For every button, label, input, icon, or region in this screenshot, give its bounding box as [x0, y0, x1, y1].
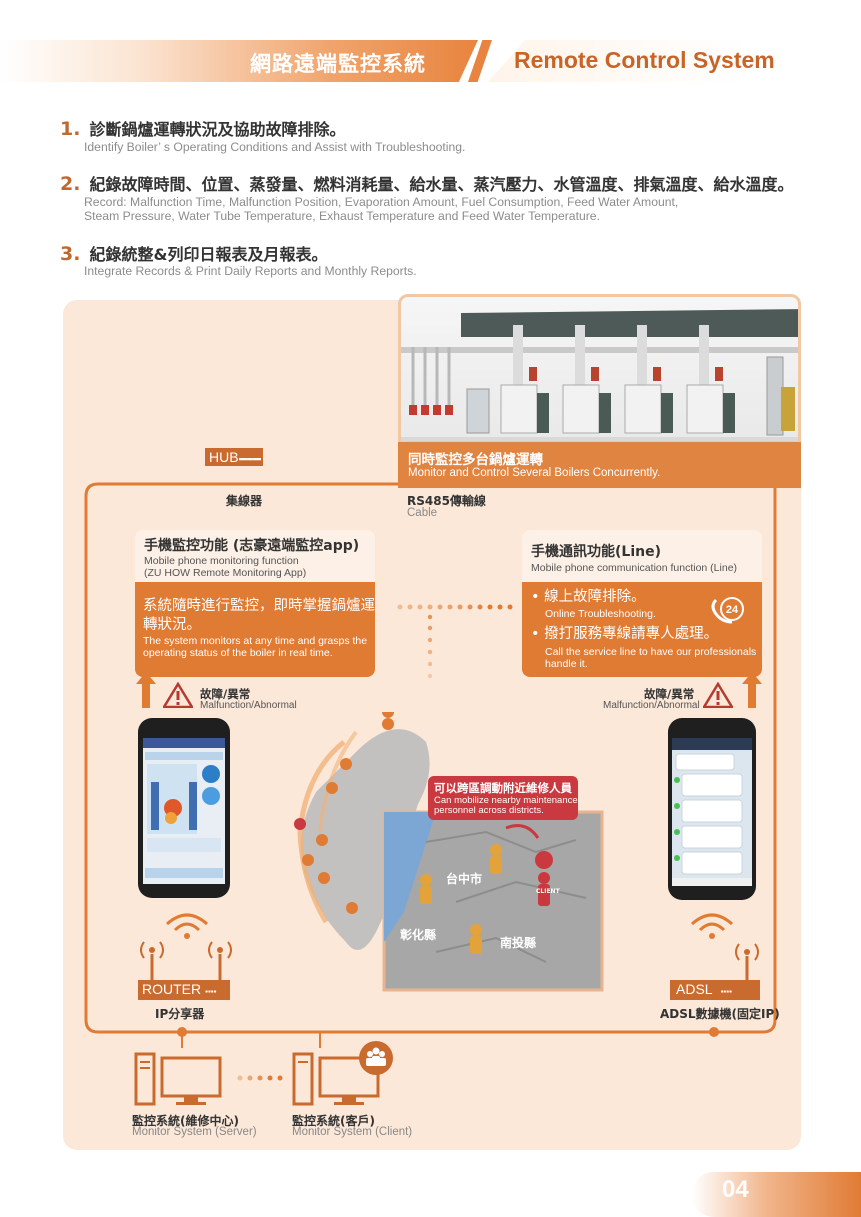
map-callout-zh: 可以跨區調動附近維修人員: [434, 781, 572, 795]
map-callout-en2: personnel across districts.: [434, 805, 544, 816]
point-number: 3.: [60, 243, 81, 265]
point-2: 2. 紀錄故障時間、位置、蒸發量、燃料消耗量、給水量、蒸汽壓力、水管溫度、排氣溫…: [60, 171, 794, 195]
app-card-body-zh2: 轉狀況。: [143, 617, 201, 633]
server-computer-icon: [134, 1052, 222, 1106]
client-computer-icon: [292, 1041, 393, 1106]
24h-phone-icon: 24: [711, 597, 744, 624]
server-label-zh: 監控系統(維修中心): [132, 1114, 239, 1128]
malfunction-right-en: Malfunction/Abnormal: [603, 700, 700, 711]
map-city-nantou: 南投縣: [500, 936, 537, 950]
boiler-illustration: [401, 309, 798, 441]
router-tag: ROUTER▪▪▪▪: [138, 980, 230, 1000]
taiwan-map: [294, 712, 604, 992]
point-1: 1. 診斷鍋爐運轉狀況及協助故障排除。: [60, 116, 346, 140]
hub-ports-icon: ▪▪▪▪▪▪▪▪▪▪: [238, 454, 262, 464]
point-3: 3. 紀錄統整&列印日報表及月報表。: [60, 241, 328, 265]
app-card-body-en1: The system monitors at any time and gras…: [143, 635, 368, 647]
header-banner-right: [488, 40, 861, 82]
point-text-en: Integrate Records & Print Daily Reports …: [84, 264, 417, 278]
router-ports-icon: ▪▪▪▪: [205, 987, 217, 996]
line-card-title: 手機通訊功能(Line): [531, 544, 661, 560]
point-text-en: Identify Boiler’ s Operating Conditions …: [84, 140, 466, 154]
hub-tag-text: HUB: [209, 449, 239, 465]
left-phone-screen: [143, 738, 225, 884]
line-card-item2-en2: handle it.: [545, 658, 588, 670]
point-text-zh: 診斷鍋爐運轉狀況及協助故障排除。: [89, 120, 346, 139]
app-card-sub1: Mobile phone monitoring function: [144, 555, 299, 567]
point-text-en: Steam Pressure, Water Tube Temperature, …: [84, 209, 600, 223]
map-client-label: CLIENT: [536, 888, 560, 895]
line-card-sub: Mobile phone communication function (Lin…: [531, 562, 738, 574]
boiler-caption-zh: 同時監控多台鍋爐運轉: [408, 452, 543, 468]
app-card-header: [135, 530, 375, 582]
hub-tag: HUB▪▪▪▪▪▪▪▪▪▪: [205, 448, 264, 466]
line-card-item2: • 撥打服務專線請專人處理。: [531, 626, 719, 642]
client-label-zh: 監控系統(客戶): [292, 1114, 375, 1128]
line-card-header: [522, 530, 762, 582]
header-banner-left: [0, 40, 478, 82]
up-arrow-right-icon: [742, 672, 762, 708]
adsl-label: ADSL數據機(固定IP): [660, 1007, 780, 1021]
page-number: 04: [722, 1176, 749, 1203]
line-card-item1-en: Online Troubleshooting.: [545, 608, 656, 620]
map-callout-en1: Can mobilize nearby maintenance: [434, 795, 578, 806]
map-city-changhua: 彰化縣: [400, 928, 437, 942]
app-card-body-en2: operating status of the boiler in real t…: [143, 647, 333, 659]
boiler-caption-en: Monitor and Control Several Boilers Conc…: [408, 467, 661, 479]
wifi-left-icon: [165, 913, 209, 939]
adsl-antenna-icon: [735, 943, 759, 982]
page-title-zh: 網路遠端監控系統: [250, 52, 426, 76]
client-label-en: Monitor System (Client): [292, 1126, 413, 1138]
cable-label-en: Cable: [407, 507, 438, 519]
24h-badge-text: 24: [726, 604, 739, 616]
map-city-taichung: 台中市: [446, 872, 483, 886]
monitor-app-screenshot: [143, 738, 225, 878]
up-arrow-left-icon: [136, 672, 156, 708]
warning-right-icon: [703, 682, 733, 708]
app-card-sub2: (ZU HOW Remote Monitoring App): [144, 567, 307, 579]
right-phone-screen: [672, 738, 752, 886]
cable-label-zh: RS485傳輸線: [407, 494, 486, 508]
map-callout: [428, 776, 578, 820]
point-number: 2.: [60, 173, 81, 195]
boiler-caption-bar: [398, 442, 801, 488]
malfunction-left-en: Malfunction/Abnormal: [200, 700, 297, 711]
boiler-plant-image: [398, 294, 801, 444]
page-title-en: Remote Control System: [514, 47, 775, 73]
hub-label: 集線器: [226, 494, 263, 508]
app-card-body-zh1: 系統隨時進行監控，即時掌握鍋爐運: [143, 598, 375, 614]
line-card-item2-en1: Call the service line to have our profes…: [545, 646, 757, 658]
point-text-zh: 紀錄故障時間、位置、蒸發量、燃料消耗量、給水量、蒸汽壓力、水管溫度、排氣溫度、給…: [89, 175, 794, 194]
wifi-right-icon: [690, 913, 734, 939]
line-chat-screenshot: [672, 738, 752, 886]
server-label-en: Monitor System (Server): [132, 1126, 257, 1138]
malfunction-right-zh: 故障/異常: [644, 687, 695, 701]
adsl-ports-icon: ▪▪▪▪: [720, 987, 732, 996]
point-text-zh: 紀錄統整&列印日報表及月報表。: [89, 245, 328, 264]
point-text-en: Record: Malfunction Time, Malfunction Po…: [84, 195, 679, 209]
router-tag-text: ROUTER: [142, 981, 202, 997]
app-card-body: [135, 582, 375, 677]
warning-left-icon: [163, 682, 193, 708]
point-number: 1.: [60, 118, 81, 140]
adsl-tag: ADSL ▪▪▪▪: [670, 980, 760, 1000]
adsl-tag-text: ADSL: [676, 981, 713, 997]
line-card-body: [522, 582, 762, 677]
line-card-item1: • 線上故障排除。: [531, 589, 646, 605]
malfunction-left-zh: 故障/異常: [200, 687, 251, 701]
app-card-title: 手機監控功能 (志豪遠端監控app): [144, 538, 360, 554]
router-label: IP分享器: [155, 1007, 205, 1021]
page-number-tab: [692, 1172, 861, 1217]
router-antenna-icon: [140, 941, 232, 982]
